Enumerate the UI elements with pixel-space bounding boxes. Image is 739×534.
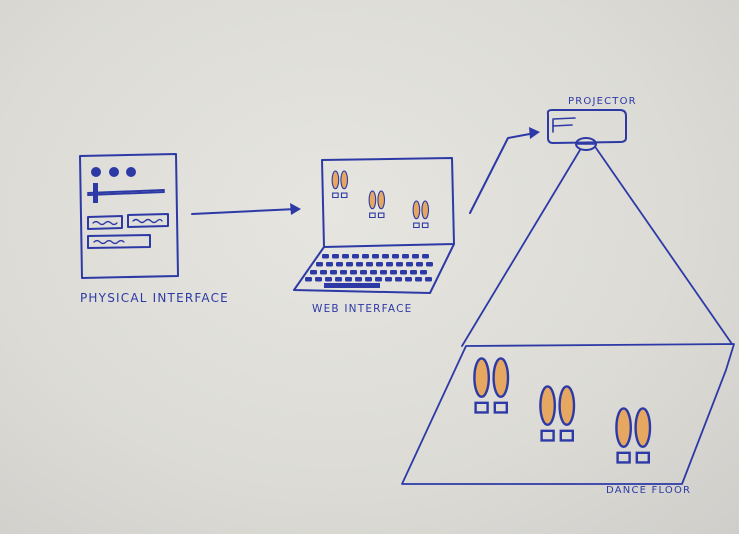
keyboard-key (420, 270, 427, 275)
keyboard-key (372, 254, 379, 259)
dance-floor-area (401, 343, 735, 485)
keyboard-key (405, 277, 412, 282)
keyboard-key (410, 270, 417, 275)
keyboard-key (355, 277, 362, 282)
footprint-icon (331, 170, 349, 199)
physical-interface-label: PHYSICAL INTERFACE (80, 291, 229, 305)
footprint-icon (368, 190, 386, 219)
keyboard-key (396, 262, 403, 267)
arrow-icon (191, 203, 301, 215)
keyboard-key (330, 270, 337, 275)
keyboard-key (320, 270, 327, 275)
keyboard-key (305, 277, 312, 282)
projector-label: PROJECTOR (568, 96, 637, 107)
keyboard-key (426, 262, 433, 267)
keyboard-key (375, 277, 382, 282)
keyboard-key (346, 262, 353, 267)
keyboard-key (362, 254, 369, 259)
keyboard-key (382, 254, 389, 259)
keyboard-key (322, 254, 329, 259)
laptop-icon (293, 157, 455, 294)
keyboard-key (370, 270, 377, 275)
keyboard-key (350, 270, 357, 275)
keyboard-key (315, 277, 322, 282)
keyboard-key (416, 262, 423, 267)
keyboard-key (360, 270, 367, 275)
keyboard-key (340, 270, 347, 275)
keyboard-key (406, 262, 413, 267)
keyboard-key (316, 262, 323, 267)
keyboard-key (392, 254, 399, 259)
projector-lens-icon (575, 137, 597, 151)
keyboard-key (400, 270, 407, 275)
footprint-icon (473, 357, 510, 414)
keyboard-key (325, 277, 332, 282)
keyboard-key (310, 270, 317, 275)
footprint-icon (539, 385, 576, 442)
keyboard-icon (305, 254, 433, 288)
keyboard-key (336, 262, 343, 267)
keyboard-key (422, 254, 429, 259)
keyboard-key (366, 262, 373, 267)
dance-floor-label: DANCE FLOOR (606, 485, 691, 496)
physical-interface-device (79, 153, 179, 279)
keyboard-key (365, 277, 372, 282)
keyboard-key (380, 270, 387, 275)
web-interface-label: WEB INTERFACE (312, 303, 413, 315)
keyboard-key (386, 262, 393, 267)
projector-device (546, 109, 627, 151)
keyboard-key (356, 262, 363, 267)
keyboard-key (342, 254, 349, 259)
keyboard-key (402, 254, 409, 259)
keyboard-key (425, 277, 432, 282)
text-field-icon (87, 213, 169, 249)
keyboard-key (390, 270, 397, 275)
footprint-icon (615, 407, 652, 464)
keyboard-key (412, 254, 419, 259)
slider-icon (87, 183, 165, 203)
footprint-icon (412, 200, 430, 229)
keyboard-key (326, 262, 333, 267)
keyboard-key (345, 277, 352, 282)
arrow-icon (469, 127, 540, 214)
keyboard-key (385, 277, 392, 282)
projection-beam (461, 147, 733, 347)
keyboard-key (332, 254, 339, 259)
keyboard-key (415, 277, 422, 282)
keyboard-key (335, 277, 342, 282)
keyboard-key (395, 277, 402, 282)
knob-icon (91, 167, 136, 177)
keyboard-key (376, 262, 383, 267)
keyboard-key (352, 254, 359, 259)
